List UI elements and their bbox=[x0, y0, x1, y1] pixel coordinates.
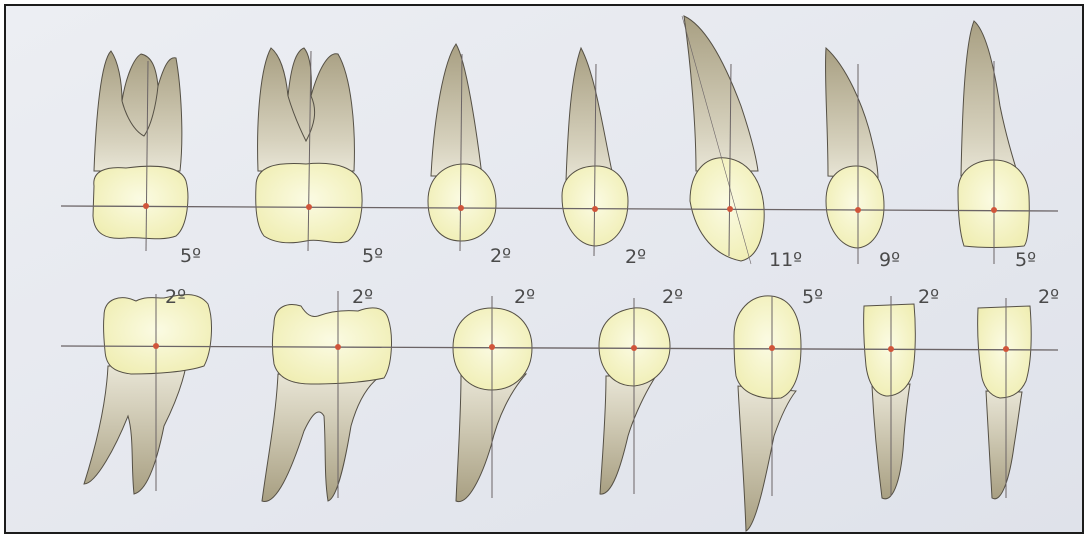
lower-canine-angle-label: 5º bbox=[802, 286, 823, 308]
teeth-diagram: 5º 5º 2º 2º 11º 9º 5º 2º 2º 2º 2º 5º 2º … bbox=[6, 6, 1082, 532]
upper-first-premolar-angle-label: 2º bbox=[625, 246, 646, 268]
upper-lateral-incisor-angle-label: 9º bbox=[879, 249, 900, 271]
lower-lateral-incisor-angle-label: 2º bbox=[918, 286, 939, 308]
lower-first-premolar-angle-label: 2º bbox=[662, 286, 683, 308]
upper-third-molar-angle-label: 5º bbox=[180, 245, 201, 267]
lower-second-premolar-angle-label: 2º bbox=[514, 286, 535, 308]
upper-first-molar-angle-label: 5º bbox=[362, 245, 383, 267]
upper-second-premolar-angle-label: 2º bbox=[490, 245, 511, 267]
lower-second-molar-angle-label: 2º bbox=[165, 286, 186, 308]
lower-central-incisor-angle-label: 2º bbox=[1038, 286, 1059, 308]
upper-canine-angle-label: 11º bbox=[769, 249, 802, 271]
diagram-frame: 5º 5º 2º 2º 11º 9º 5º 2º 2º 2º 2º 5º 2º … bbox=[4, 4, 1084, 534]
lower-first-molar-angle-label: 2º bbox=[352, 286, 373, 308]
upper-central-incisor-angle-label: 5º bbox=[1015, 249, 1036, 271]
upper-third-molar bbox=[93, 51, 188, 239]
